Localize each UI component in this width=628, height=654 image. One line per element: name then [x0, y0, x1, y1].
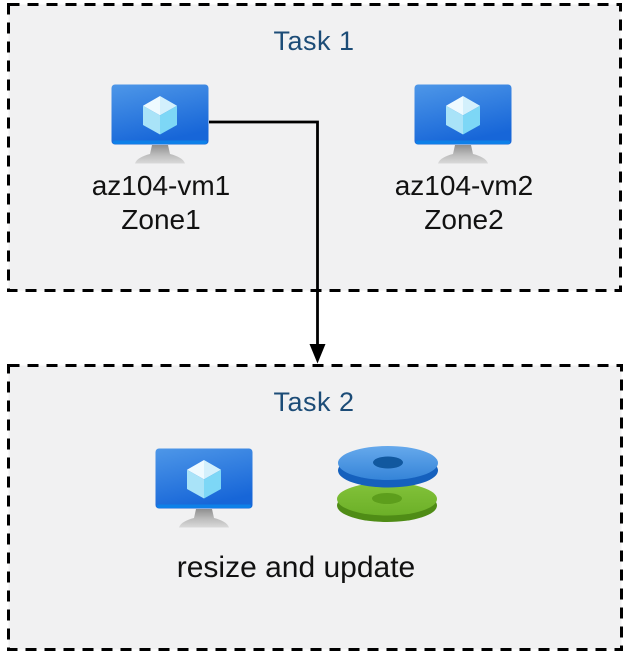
azure-vm-icon — [155, 448, 255, 534]
azure-vm-icon — [111, 84, 211, 170]
task1-box — [7, 3, 622, 292]
task2-box — [7, 364, 623, 651]
vm2-group — [414, 84, 514, 170]
task2-title: Task 2 — [273, 387, 355, 417]
connector-line — [209, 120, 319, 345]
arrowhead-icon — [309, 344, 326, 364]
task2-caption: resize and update — [176, 551, 416, 584]
vm2-label: az104-vm2 Zone2 — [359, 169, 569, 237]
vm1-zone: Zone1 — [121, 204, 201, 235]
vm2-name: az104-vm2 — [394, 170, 534, 201]
azure-disks-icon — [336, 442, 440, 524]
vm1-group — [111, 84, 211, 170]
azure-vm-icon — [414, 84, 514, 170]
vm1-name: az104-vm1 — [91, 170, 231, 201]
vm1-label: az104-vm1 Zone1 — [56, 169, 266, 237]
task2-vm-group — [155, 448, 255, 534]
task2-disks-group — [336, 442, 440, 524]
task1-title: Task 1 — [273, 26, 355, 56]
vm2-zone: Zone2 — [424, 204, 504, 235]
